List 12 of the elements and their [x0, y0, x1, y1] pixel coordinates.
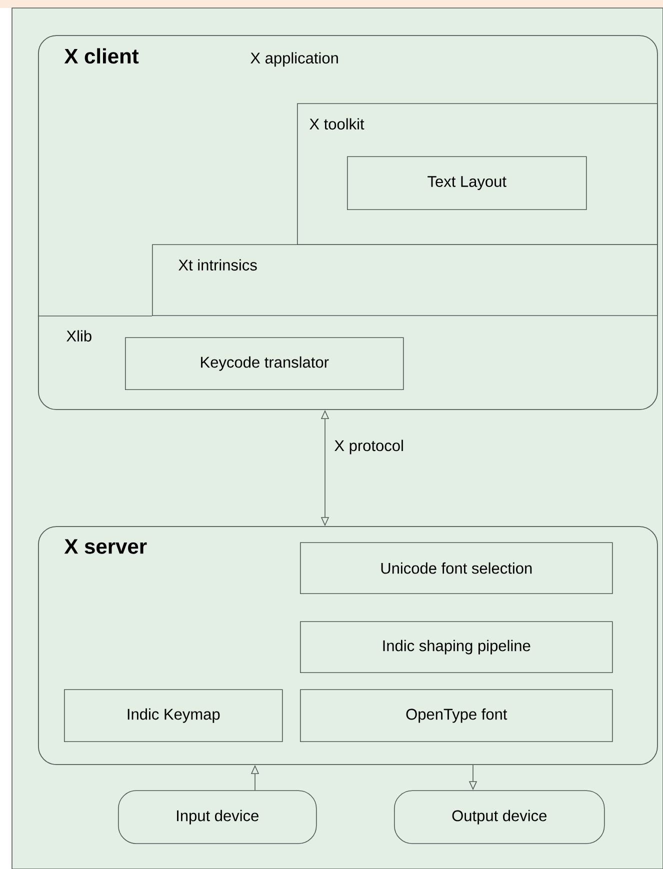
layer-label: Xlib	[66, 330, 92, 342]
component-box: Indic shaping pipeline	[300, 621, 613, 673]
component-box: OpenType font	[300, 689, 613, 742]
component-box: Indic Keymap	[64, 689, 283, 742]
component-box: Unicode font selection	[300, 542, 613, 594]
device-pill: Output device	[394, 790, 605, 844]
component-box: Keycode translator	[125, 337, 404, 390]
device-pill: Input device	[118, 790, 317, 844]
edge-label: X protocol	[333, 438, 405, 456]
component-box: Text Layout	[347, 156, 587, 210]
layer-label: X application	[250, 52, 338, 67]
intrinsics-box: Xt intrinsics	[152, 244, 658, 316]
